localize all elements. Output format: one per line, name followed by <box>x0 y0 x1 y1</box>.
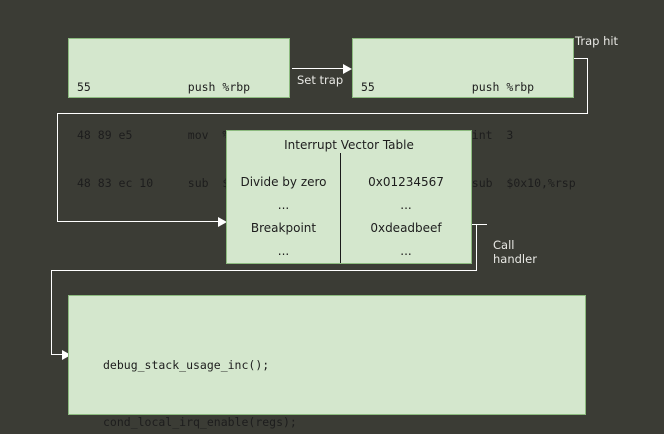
ivt-title: Interrupt Vector Table <box>284 138 414 152</box>
trap-hit-arrowhead <box>218 217 227 227</box>
handler-line-2: cond_local_irq_enable(regs); <box>103 415 297 429</box>
call-handler-line-left <box>51 270 477 271</box>
call-handler-line-into-handler <box>51 354 65 355</box>
ivt-address-row-3: 0xdeadbeef <box>370 221 442 235</box>
asm-before-line-1: 55 push %rbp <box>77 80 251 94</box>
call-handler-arrowhead <box>62 350 71 360</box>
call-handler-line-down-left <box>51 270 52 354</box>
ivt-name-row-4: ... <box>277 244 290 258</box>
call-handler-line-down <box>476 224 477 271</box>
set-trap-line <box>292 68 344 69</box>
trap-hit-line-down-left <box>57 113 58 222</box>
trap-hit-line-out <box>574 58 588 59</box>
interrupt-vector-table-panel: Interrupt Vector Table Divide by zero ..… <box>226 130 472 264</box>
call-handler-label: Call handler <box>493 238 537 266</box>
ivt-address-row-2: ... <box>400 198 412 212</box>
ivt-column-divider <box>340 153 341 263</box>
set-trap-label: Set trap <box>297 73 344 87</box>
ivt-address-row-1: 0x01234567 <box>368 175 444 189</box>
ivt-handler-address-column: 0x01234567 ... 0xdeadbeef ... <box>341 171 471 263</box>
trap-hit-line-left <box>57 113 588 114</box>
ivt-name-row-1: Divide by zero <box>240 175 327 189</box>
trap-hit-line-down <box>587 58 588 114</box>
ivt-address-row-4: ... <box>400 244 412 258</box>
ivt-exception-name-column: Divide by zero ... Breakpoint ... <box>227 171 340 263</box>
handler-source-panel: debug_stack_usage_inc(); cond_local_irq_… <box>68 295 586 429</box>
original-assembly-panel: 55 push %rbp 48 89 e5 mov %rsp,%rbp 48 8… <box>68 38 292 190</box>
ivt-name-row-2: ... <box>277 198 290 212</box>
trap-hit-label: Trap hit <box>575 34 619 48</box>
trap-hit-line-into-ivt <box>57 221 222 222</box>
asm-after-line-1: 55 push %rbp <box>361 80 535 94</box>
handler-line-1: debug_stack_usage_inc(); <box>103 358 270 372</box>
set-trap-arrowhead <box>343 64 352 74</box>
patched-assembly-panel: 55 push %rbp cc 89 e5 int 3 48 83 ec 10 … <box>352 38 576 190</box>
ivt-name-row-3: Breakpoint <box>250 221 317 235</box>
call-handler-line-out <box>472 224 487 225</box>
